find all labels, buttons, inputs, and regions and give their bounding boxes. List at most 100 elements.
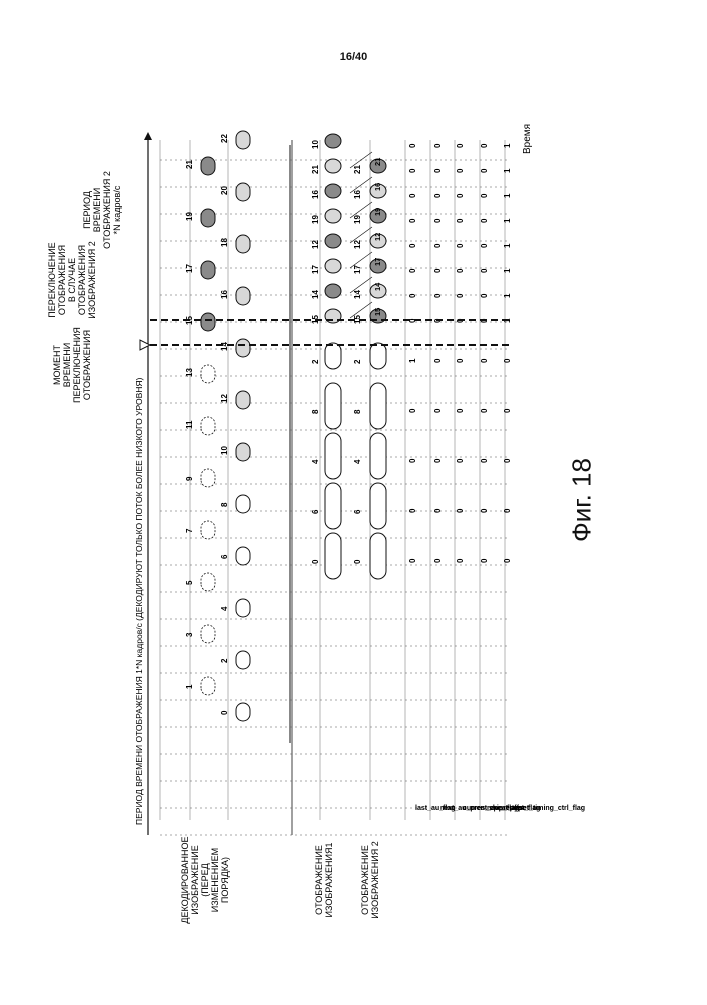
- display1-row: 064821514171219162110: [311, 134, 341, 579]
- display1-number: 0: [311, 559, 320, 564]
- switch-case-label: ОТОБРАЖЕНИЯ: [57, 245, 67, 315]
- decoded-row-label: (ПЕРЕД: [200, 863, 210, 897]
- display1-number: 8: [311, 409, 320, 414]
- display1-picture: [325, 209, 341, 223]
- flag-value: 0: [408, 408, 417, 413]
- display1-number: 2: [311, 359, 320, 364]
- decoded-picture-number: 6: [220, 554, 229, 559]
- flag-value: 0: [480, 558, 489, 563]
- decoded-picture: [201, 677, 215, 695]
- flag-value: 0: [433, 293, 442, 298]
- display1-number: 12: [311, 240, 320, 249]
- display1-number: 4: [311, 459, 320, 464]
- display2-diag-number: 12: [373, 233, 382, 241]
- flag-value: 1: [503, 243, 512, 248]
- display2-row: 064821514171219162115141712191621: [350, 152, 386, 579]
- display2-picture: [370, 533, 386, 579]
- decoded-picture-number: 21: [185, 160, 194, 169]
- display1-picture: [325, 433, 341, 479]
- decoded-picture: [201, 157, 215, 175]
- display2-number: 16: [353, 190, 362, 199]
- flag-value: 0: [456, 268, 465, 273]
- period2-label: *N кадров/с: [112, 185, 122, 234]
- display1-picture: [325, 533, 341, 579]
- figure-caption: Фиг. 18: [567, 458, 598, 542]
- flag-value: 0: [408, 143, 417, 148]
- decoded-picture: [236, 131, 250, 149]
- flag-value: 0: [433, 193, 442, 198]
- decoded-picture-number: 22: [220, 134, 229, 143]
- display1-picture: [325, 483, 341, 529]
- period2-label: ВРЕМЕНИ: [92, 188, 102, 232]
- display1-picture: [325, 134, 341, 148]
- flag-value: 0: [480, 358, 489, 363]
- decoded-picture-number: 2: [220, 658, 229, 663]
- display2-diag-number: 16: [373, 183, 382, 191]
- time-axis-arrow: [144, 132, 152, 140]
- flag-value: 0: [503, 358, 512, 363]
- flag-value: 1: [503, 168, 512, 173]
- display1-number: 16: [311, 190, 320, 199]
- flag-value: 1: [503, 218, 512, 223]
- flag-value: 0: [433, 558, 442, 563]
- flag-value: 0: [408, 268, 417, 273]
- decoded-picture: [236, 651, 250, 669]
- annotations: [140, 320, 510, 350]
- flag-value: 0: [408, 218, 417, 223]
- flag-value: 0: [456, 408, 465, 413]
- display1-number: 21: [311, 165, 320, 174]
- decoded-row: 012345678910111213141516171819202122: [185, 131, 250, 721]
- decoded-picture-number: 20: [220, 186, 229, 195]
- decoded-picture: [201, 313, 215, 331]
- decoded-picture: [201, 209, 215, 227]
- display2-diag-number: 19: [373, 208, 382, 216]
- decoded-picture: [236, 287, 250, 305]
- display2-number: 21: [353, 165, 362, 174]
- decoded-picture: [236, 547, 250, 565]
- switch-moment-label: МОМЕНТ: [52, 345, 62, 385]
- flag-value: 0: [433, 218, 442, 223]
- display1-number: 17: [311, 265, 320, 274]
- decoded-picture: [201, 521, 215, 539]
- display2-number: 17: [353, 265, 362, 274]
- display1-picture: [325, 383, 341, 429]
- flag-value: 0: [456, 218, 465, 223]
- flag-value: 0: [480, 193, 489, 198]
- flag-value: 0: [456, 168, 465, 173]
- decoded-picture: [236, 339, 250, 357]
- flag-value: 1: [503, 293, 512, 298]
- display2-number: 0: [353, 559, 362, 564]
- decoded-picture-number: 9: [185, 476, 194, 481]
- display1-number: 10: [311, 140, 320, 149]
- flag-value: 0: [503, 558, 512, 563]
- decoded-picture-number: 17: [185, 264, 194, 273]
- flag-value: 0: [480, 218, 489, 223]
- display2-number: 19: [353, 215, 362, 224]
- decoded-picture: [201, 573, 215, 591]
- display1-number: 6: [311, 509, 320, 514]
- display1-number: 19: [311, 215, 320, 224]
- switch-case-label: ИЗОБРАЖЕНИЯ 2: [87, 241, 97, 318]
- switch-moment-label: ПЕРЕКЛЮЧЕНИЯ: [72, 327, 82, 403]
- flag-value: 0: [433, 458, 442, 463]
- switch-case-label: В СЛУЧАЕ: [67, 258, 77, 302]
- decoded-picture: [201, 365, 215, 383]
- display2-row-label: ИЗОБРАЖЕНИЯ 2: [370, 841, 380, 918]
- flag-value: 0: [433, 358, 442, 363]
- display2-diag-number: 17: [373, 258, 382, 266]
- flag-value: 0: [408, 168, 417, 173]
- flag-value: 0: [408, 458, 417, 463]
- display2-number: 8: [353, 409, 362, 414]
- flag-value: 0: [480, 268, 489, 273]
- display1-picture: [325, 184, 341, 198]
- flag-value: 0: [456, 358, 465, 363]
- display1-number: 14: [311, 290, 320, 299]
- decoded-picture-number: 18: [220, 238, 229, 247]
- time-axis-label: Время: [522, 124, 533, 154]
- flag-value: 0: [456, 558, 465, 563]
- display2-number: 12: [353, 240, 362, 249]
- period2-label: ПЕРИОД: [82, 191, 92, 229]
- display2-diag-number: 14: [373, 282, 382, 291]
- display2-diag-number: 21: [373, 158, 382, 166]
